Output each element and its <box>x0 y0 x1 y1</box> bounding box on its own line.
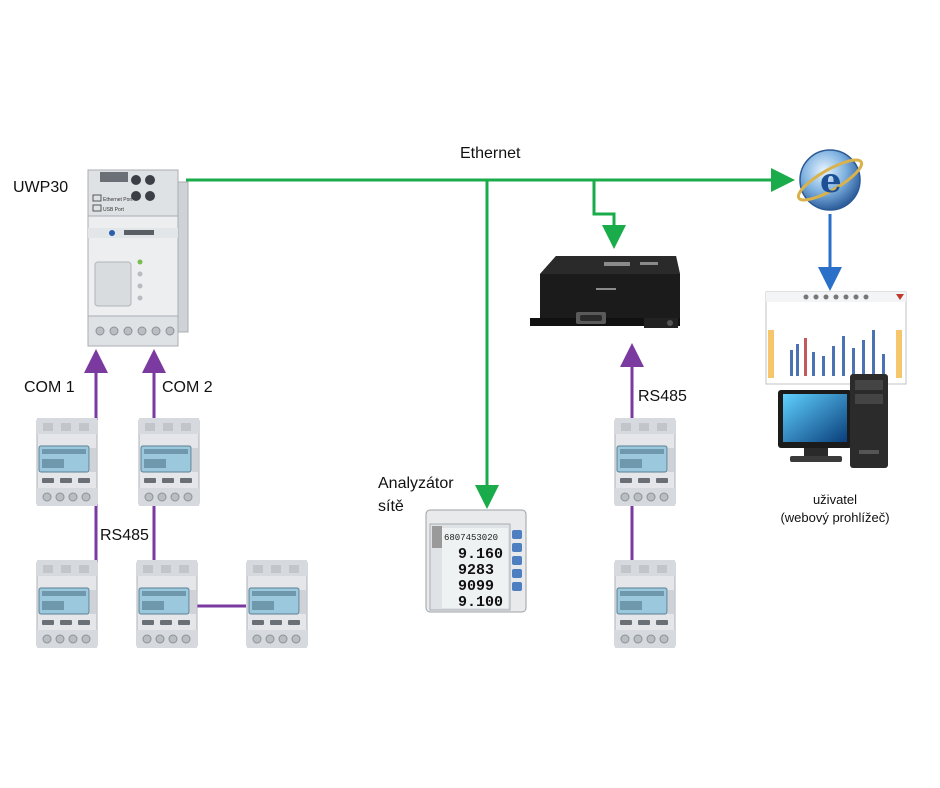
user-label-line2: (webový prohlížeč) <box>780 510 890 525</box>
browser-logo-letter: e <box>820 161 842 201</box>
energy-meter-com1-top <box>36 418 98 506</box>
energy-meter-com1-bottom <box>36 560 98 648</box>
analyzer-value-1: 9.160 <box>458 546 503 563</box>
serial-ethernet-gateway <box>530 256 680 328</box>
uwp30-label: UWP30 <box>13 179 69 196</box>
ethernet-lines <box>186 168 795 509</box>
web-browser-icon: e <box>796 149 864 211</box>
energy-meter-gateway-top <box>614 418 676 506</box>
analyzer-top-readout: 6807453020 <box>444 533 498 543</box>
rs485-left-label: RS485 <box>100 527 149 544</box>
ethernet-label: Ethernet <box>460 145 521 162</box>
rs485-lines <box>84 343 644 608</box>
uwp-ethernet-port-text: Ethernet Port <box>103 197 133 203</box>
uwp30-device: Ethernet Port USB Port <box>87 169 189 347</box>
user-computer <box>765 291 907 468</box>
analyzer-value-4: 9.100 <box>458 594 503 611</box>
analyzer-value-3: 9099 <box>458 578 494 595</box>
uwp-usb-port-text: USB Port <box>103 207 124 213</box>
energy-meter-com2-top <box>138 418 200 506</box>
analyzer-label-line1: Analyzátor <box>378 475 454 492</box>
com2-label: COM 2 <box>162 379 213 396</box>
com1-label: COM 1 <box>24 379 75 396</box>
rs485-right-label: RS485 <box>638 388 687 405</box>
ethernet-drop-gateway <box>592 180 626 249</box>
energy-meter-gateway-bottom <box>614 560 676 648</box>
user-label-line1: uživatel <box>812 492 858 507</box>
energy-meter-com2-bottom <box>136 560 198 648</box>
network-analyzer: 6807453020 9.160 9283 9099 9.100 <box>425 509 527 613</box>
energy-meter-chain-end <box>246 560 308 648</box>
analyzer-label-line2: sítě <box>378 498 404 515</box>
analyzer-value-2: 9283 <box>458 562 494 579</box>
